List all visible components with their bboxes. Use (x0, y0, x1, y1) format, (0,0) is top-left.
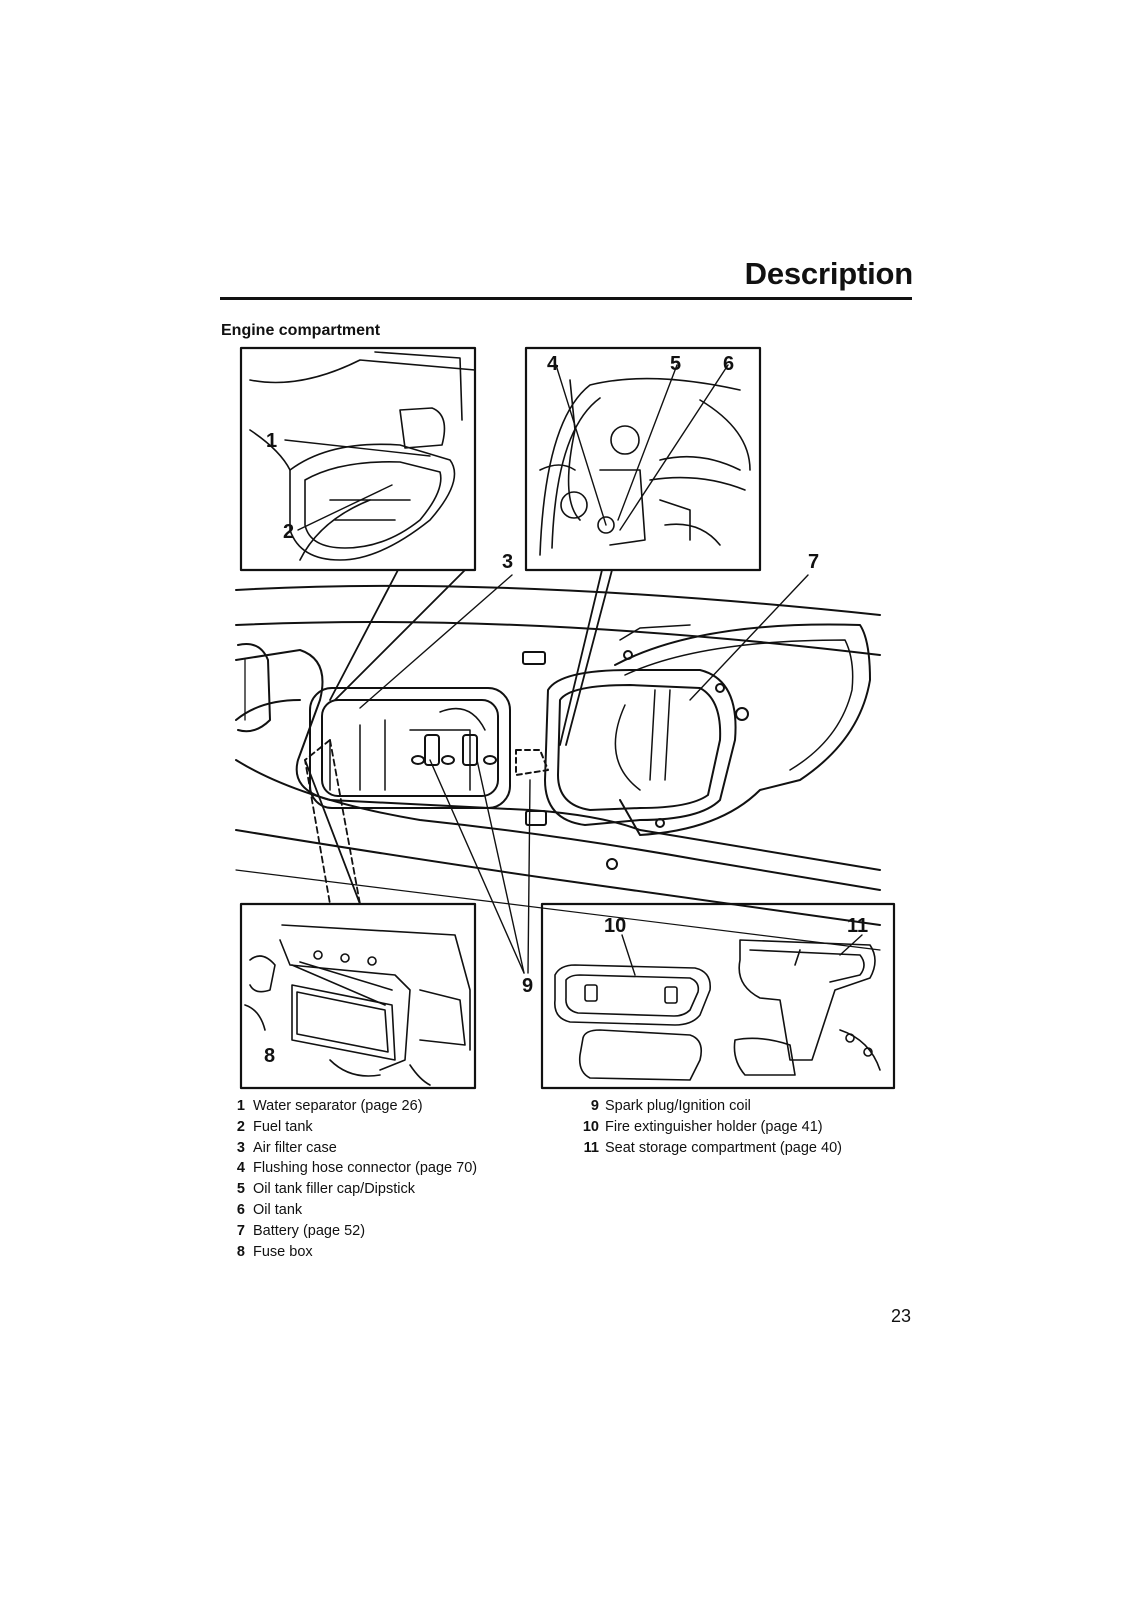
legend-number: 3 (233, 1138, 245, 1159)
callout-11: 11 (847, 915, 868, 937)
legend-item: 2 Fuel tank (233, 1117, 477, 1138)
legend-text: Spark plug/Ignition coil (605, 1098, 751, 1114)
callout-4: 4 (547, 353, 559, 375)
legend-text: Battery (page 52) (253, 1223, 365, 1239)
legend-text: Fuse box (253, 1244, 313, 1260)
legend-number: 7 (233, 1221, 245, 1242)
legend-item: 9 Spark plug/Ignition coil (577, 1096, 842, 1117)
legend-item: 5 Oil tank filler cap/Dipstick (233, 1179, 477, 1200)
legend-number: 11 (577, 1138, 599, 1159)
legend-item: 8 Fuse box (233, 1242, 477, 1263)
callout-10: 10 (604, 915, 626, 937)
legend-number: 10 (577, 1117, 599, 1138)
callout-1: 1 (266, 430, 277, 452)
callout-3: 3 (502, 551, 513, 573)
callout-5: 5 (670, 353, 681, 375)
legend-item: 3 Air filter case (233, 1138, 477, 1159)
legend-number: 9 (577, 1096, 599, 1117)
legend-number: 5 (233, 1179, 245, 1200)
legend-right-column: 9 Spark plug/Ignition coil 10 Fire extingu… (577, 1096, 842, 1158)
page-number: 23 (891, 1306, 911, 1327)
legend-text: Fire extinguisher holder (page 41) (605, 1119, 823, 1135)
legend-text: Flushing hose connector (page 70) (253, 1160, 477, 1176)
legend-text: Seat storage compartment (page 40) (605, 1140, 842, 1156)
callout-9: 9 (522, 975, 533, 997)
legend-text: Oil tank (253, 1202, 302, 1218)
legend-number: 1 (233, 1096, 245, 1117)
inset-frame-storage (542, 904, 894, 1088)
legend-number: 8 (233, 1242, 245, 1263)
callout-7: 7 (808, 551, 819, 573)
inset-frame-fuse-box (241, 904, 475, 1088)
legend-number: 2 (233, 1117, 245, 1138)
legend-number: 4 (233, 1158, 245, 1179)
legend-number: 6 (233, 1200, 245, 1221)
inset-frame-water-separator (241, 348, 475, 570)
legend-item: 4 Flushing hose connector (page 70) (233, 1158, 477, 1179)
legend-item: 1 Water separator (page 26) (233, 1096, 477, 1117)
legend-item: 6 Oil tank (233, 1200, 477, 1221)
legend-text: Air filter case (253, 1140, 337, 1156)
main-hull-drawing (236, 586, 880, 950)
callout-8: 8 (264, 1045, 275, 1067)
legend-item: 11 Seat storage compartment (page 40) (577, 1138, 842, 1159)
callout-6: 6 (723, 353, 734, 375)
callout-2: 2 (283, 521, 294, 543)
legend-text: Fuel tank (253, 1119, 313, 1135)
legend-text: Water separator (page 26) (253, 1098, 423, 1114)
legend-text: Oil tank filler cap/Dipstick (253, 1181, 415, 1197)
legend-item: 7 Battery (page 52) (233, 1221, 477, 1242)
legend-item: 10 Fire extinguisher holder (page 41) (577, 1117, 842, 1138)
